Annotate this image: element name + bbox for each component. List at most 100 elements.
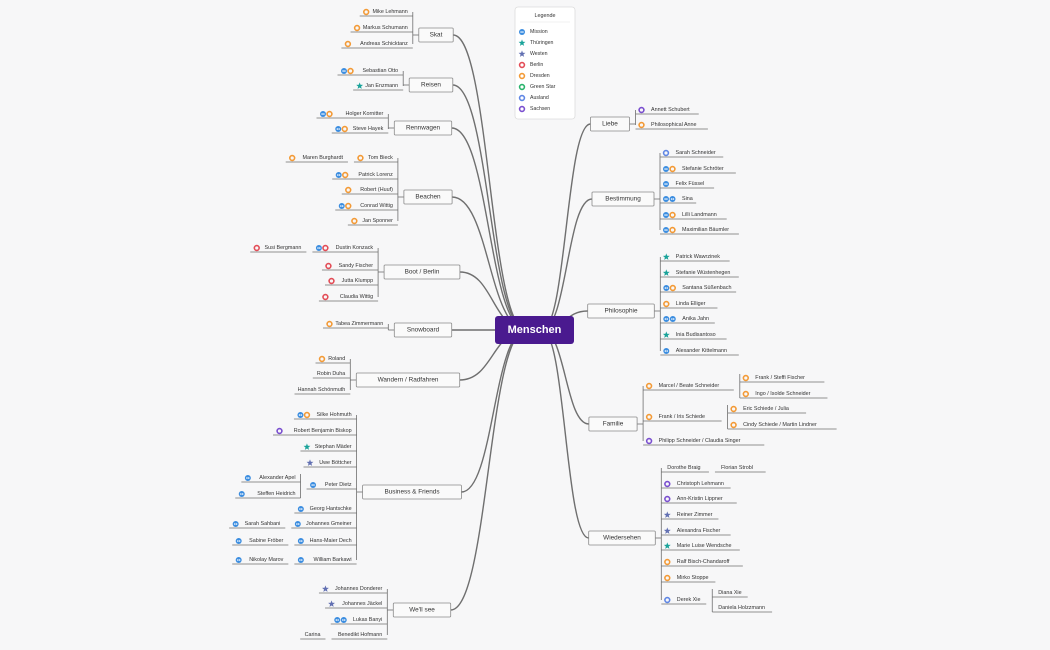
branch-familie-box[interactable]: [588, 416, 638, 432]
branch-reisen-box[interactable]: [408, 77, 454, 93]
branch-wiedersehen-label: Wiedersehen: [603, 535, 641, 542]
branch-rennwagen-label: Rennwagen: [406, 125, 441, 132]
node-inia-budisantoso: Inia Budisantoso: [676, 332, 716, 338]
branch-rennwagen-box[interactable]: [393, 120, 453, 136]
th-icon: [303, 443, 311, 450]
node-markus-schumann: Markus Schumann: [363, 25, 408, 31]
dr-icon: [645, 413, 653, 421]
mi-icon: [297, 506, 304, 512]
sa-icon: [664, 480, 671, 488]
legend-item-dresden: Dresden: [518, 72, 550, 80]
branch-boot-berlin-box[interactable]: [383, 264, 461, 280]
legend-item-berlin: Berlin: [518, 61, 543, 69]
we-icon: [663, 511, 671, 518]
node-maren-burghardt: Maren Burghardt: [302, 155, 343, 161]
legend-label: Mission: [530, 29, 548, 35]
dr-icon: [326, 320, 333, 328]
node-christoph-lehmann: Christoph Lehmann: [677, 481, 724, 487]
node-johannes-gmeiner: Johannes Gmeiner: [306, 521, 352, 527]
mi-icon: [335, 172, 342, 178]
legend: LegendeMissionThüringenWestenBerlinDresd…: [514, 6, 576, 120]
mi-icon: [340, 617, 347, 623]
mi-icon: [334, 617, 341, 623]
node-steve-hayek: Steve Hayek: [353, 126, 384, 132]
root-label: Menschen: [508, 324, 562, 336]
node-annett-schubert: Annett Schubert: [651, 107, 690, 113]
legend-item-westen: Westen: [518, 50, 548, 57]
node-claudia-wittig: Claudia Wittig: [340, 294, 373, 300]
mi-icon: [663, 285, 670, 291]
legend-item-thueringen: Thüringen: [518, 39, 553, 46]
be-icon: [322, 244, 329, 252]
node-dustin-konzack: Dustin Konzack: [336, 245, 374, 251]
connector-line: [450, 329, 527, 611]
mi-icon: [663, 316, 670, 322]
branch-bestimmung-box[interactable]: [591, 191, 655, 207]
node-philosophical-anne: Philosophical Anne: [651, 122, 697, 128]
node-tom-bieck: Tom Bieck: [368, 155, 393, 161]
node-anika-jahn: Anika Jahn: [682, 316, 709, 322]
node-tabea-zimmermann: Tabea Zimmermann: [335, 321, 383, 327]
node-ralf-bisch-chandaroff: Ralf Bisch-Chandaroff: [677, 559, 730, 565]
dr-icon: [638, 121, 645, 129]
node-carina: Carina: [305, 632, 321, 638]
legend-label: Green Star: [530, 84, 556, 90]
legend-label: Dresden: [530, 73, 550, 79]
node-conrad-wittig: Conrad Wittig: [360, 203, 393, 209]
node-frank-iris-schiede: Frank / Iris Schiede: [659, 414, 705, 420]
mi-icon: [335, 126, 342, 132]
node-eric-schiede-julia: Eric Schiede / Julia: [743, 406, 789, 412]
mi-icon: [238, 491, 245, 497]
branch-reisen-label: Reisen: [421, 82, 441, 89]
branch-boot-berlin-label: Boot / Berlin: [405, 269, 440, 276]
branch-wandern-radfahren-label: Wandern / Radfahren: [378, 377, 439, 384]
connector-line: [541, 329, 590, 539]
th-icon: [663, 542, 671, 549]
dr-icon: [342, 171, 349, 179]
node-mirko-stoppe: Mirko Stoppe: [677, 575, 709, 581]
dr-icon: [742, 374, 749, 382]
branch-liebe-label: Liebe: [602, 121, 618, 128]
dr-icon: [669, 226, 676, 234]
connector-line: [451, 127, 527, 331]
mi-icon: [320, 111, 326, 117]
branch-philosophie-box[interactable]: [587, 303, 655, 319]
mi-icon: [297, 557, 304, 563]
node-reiner-zimmer: Reiner Zimmer: [677, 512, 713, 518]
mi-icon: [663, 166, 669, 172]
branch-wiedersehen-box[interactable]: [588, 530, 656, 546]
node-ann-kristin-lippner: Ann-Kristin Lippner: [677, 496, 723, 502]
branch-wandern-radfahren-box[interactable]: [355, 372, 461, 388]
au-icon: [662, 149, 670, 157]
branch-business-friends-box[interactable]: [362, 484, 462, 500]
mi-icon: [663, 348, 670, 354]
sa-icon: [638, 106, 645, 114]
legend-label: Thüringen: [530, 40, 553, 46]
branch-we-ll-see-box[interactable]: [392, 602, 452, 618]
branch-skat-box[interactable]: [418, 27, 454, 43]
mi-icon: [244, 475, 251, 481]
sa-icon: [664, 495, 671, 503]
node-linda-elliger: Linda Elliger: [676, 301, 706, 307]
node-stephan-maeder: Stephan Mäder: [315, 444, 352, 450]
branch-snowboard-box[interactable]: [393, 322, 453, 338]
node-derek-xie: Derek Xie: [677, 597, 701, 603]
node-silke-hohmuth: Silke Hohmuth: [317, 412, 352, 418]
branch-beachen-box[interactable]: [403, 189, 453, 205]
node-alexander-apel: Alexander Apel: [259, 475, 295, 481]
mi-icon: [297, 412, 304, 418]
mi-icon: [232, 521, 239, 527]
node-diana-xie: Diana Xie: [718, 590, 741, 596]
legend-item-mission: Mission: [519, 29, 548, 35]
node-felix-fuessel: Felix Füssel: [676, 181, 705, 187]
branch-liebe-box[interactable]: [590, 116, 630, 132]
mi-icon: [235, 538, 242, 544]
root-node[interactable]: [495, 316, 574, 344]
node-santana-suessenbach: Santana Süßenbach: [682, 285, 731, 291]
legend-title: Legende: [535, 13, 556, 19]
legend-label: Westen: [530, 51, 548, 57]
connector-line: [541, 123, 592, 331]
node-roland: Roland: [328, 356, 345, 362]
th-icon: [662, 253, 670, 260]
